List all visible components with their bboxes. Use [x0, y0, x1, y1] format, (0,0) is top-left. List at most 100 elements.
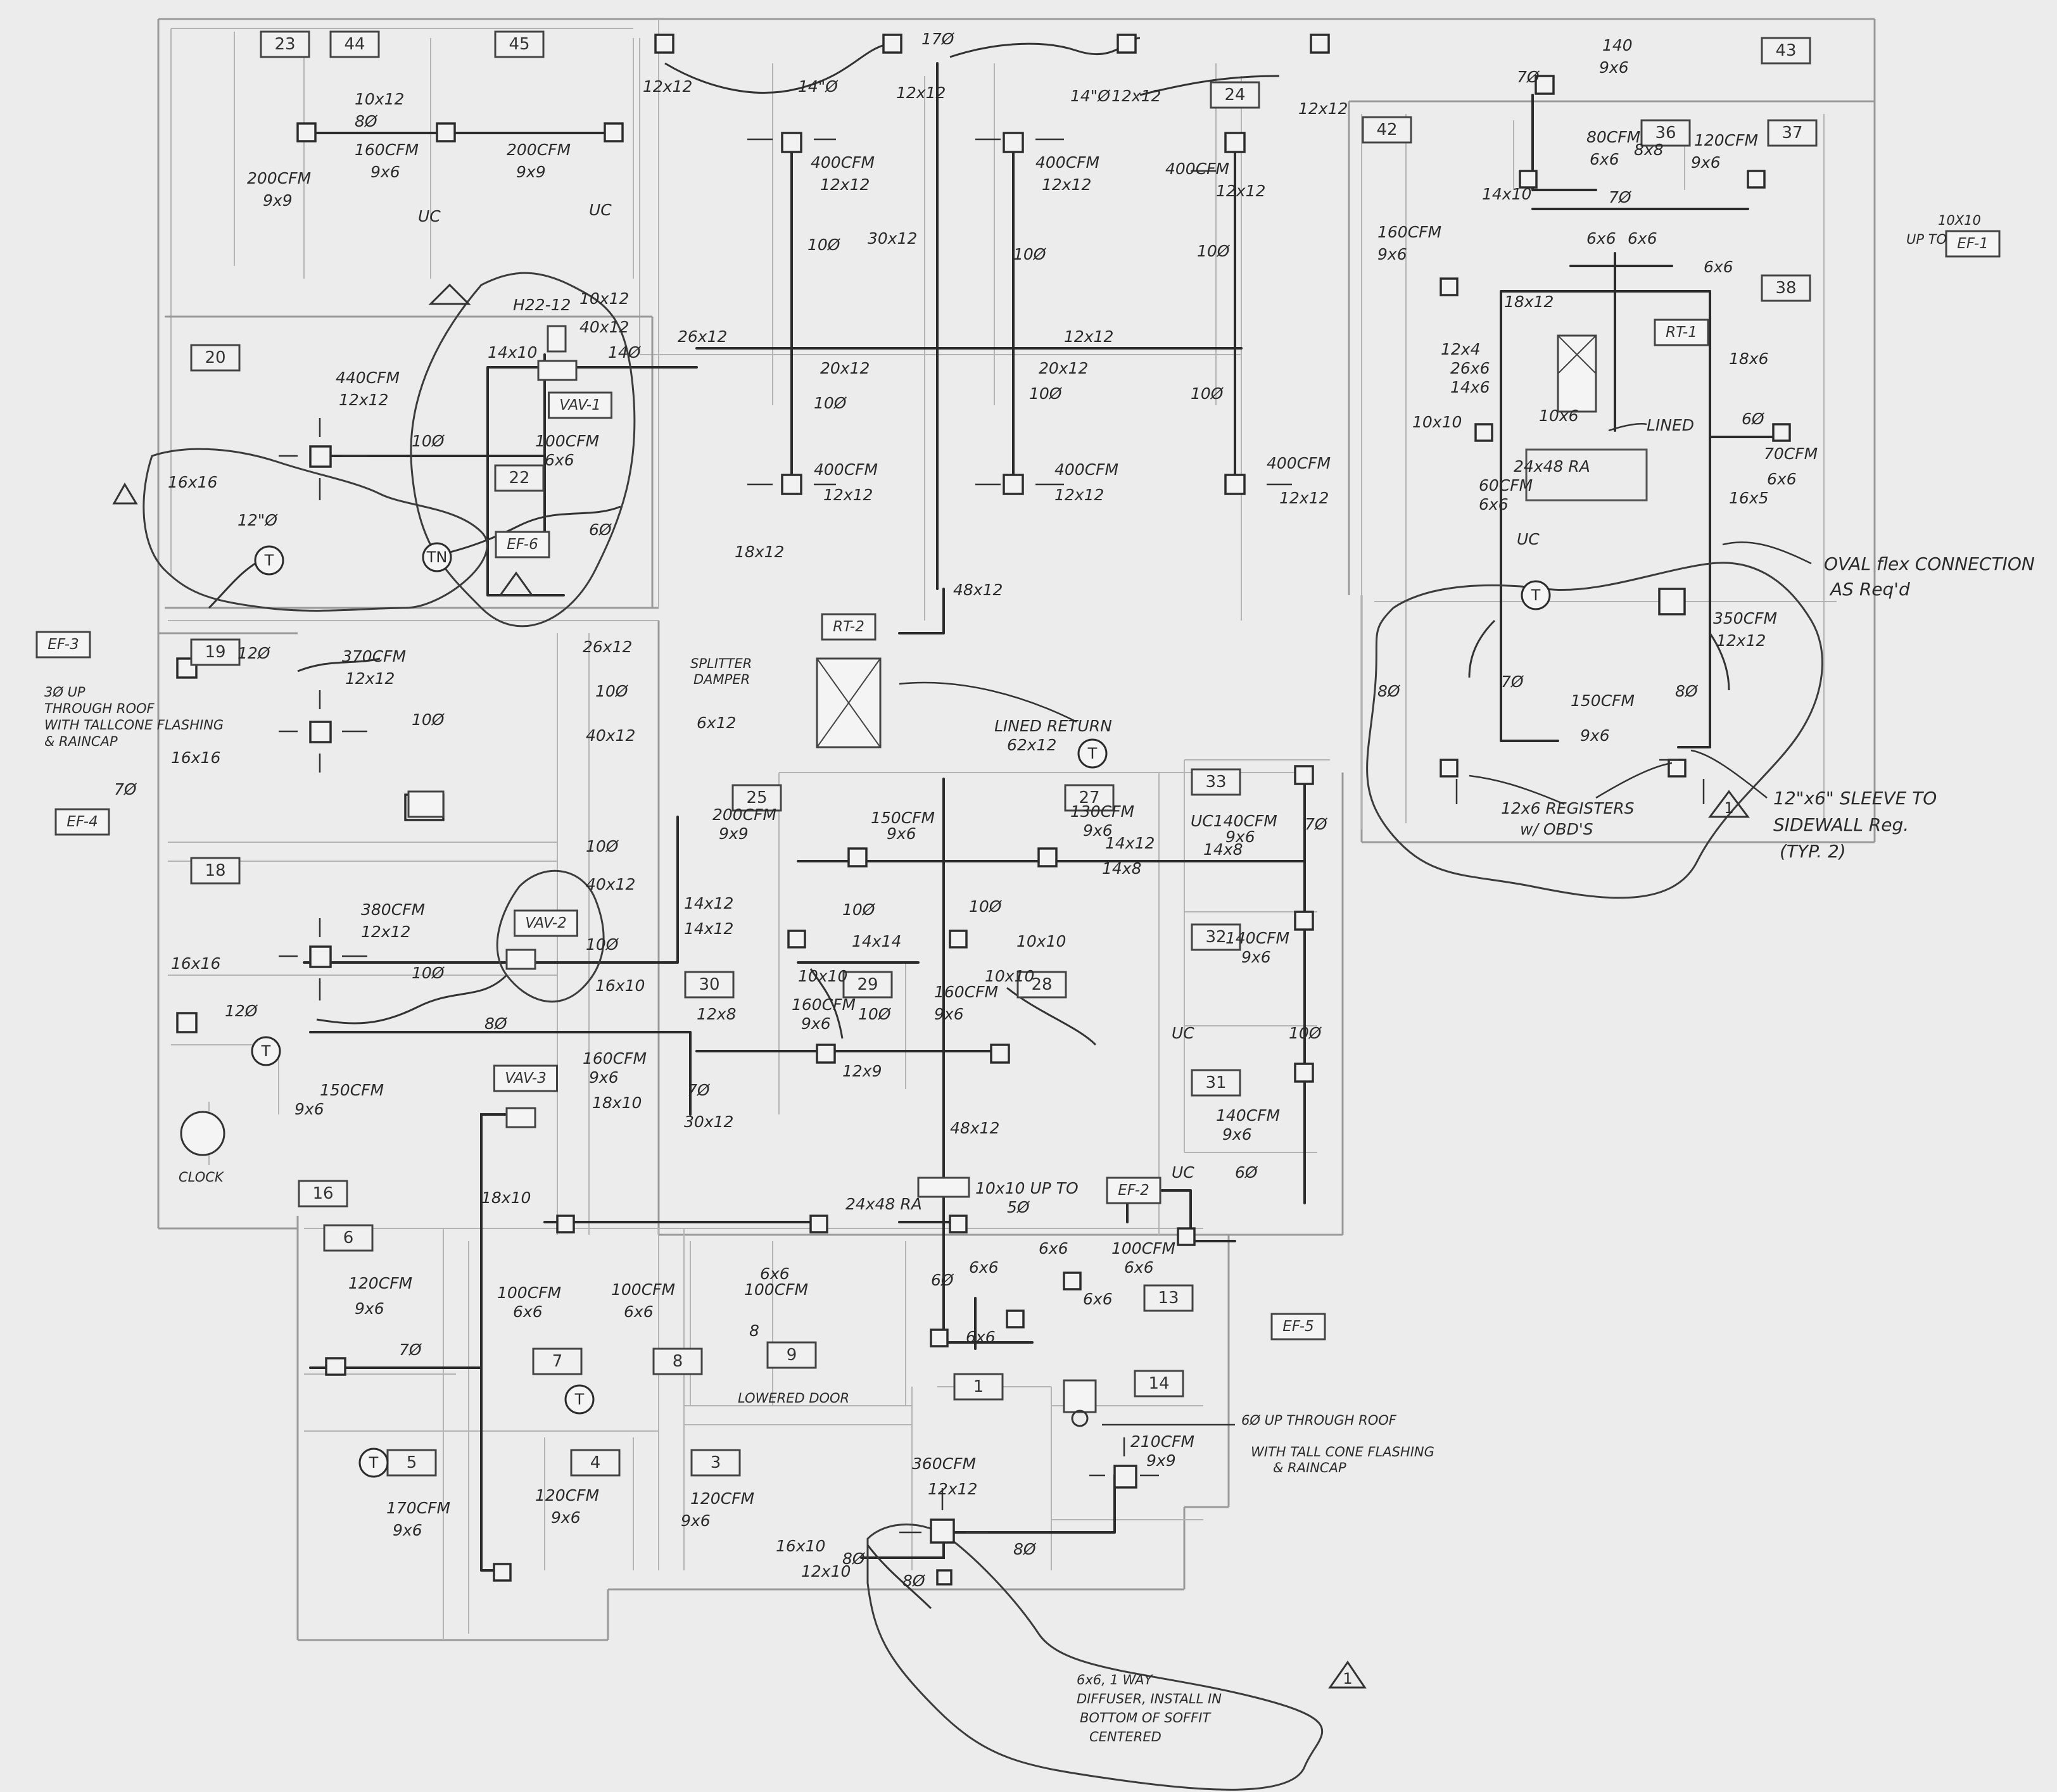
- duct-annotation: 14x8: [1203, 840, 1243, 859]
- duct-annotation: 12x12: [1042, 175, 1091, 194]
- supply-duct-runs: [303, 62, 1775, 1572]
- duct-annotation: 100CFM: [744, 1280, 808, 1299]
- room-tag-20: 20: [190, 344, 241, 372]
- duct-annotation: 10Ø: [586, 837, 619, 855]
- duct-annotation: 7Ø: [1517, 68, 1540, 86]
- thermostat-symbol: TN: [422, 542, 452, 572]
- duct-annotation: 18x10: [481, 1189, 531, 1207]
- duct-annotation: 6x6: [760, 1265, 790, 1283]
- svg-text:BOTTOM OF SOFFIT: BOTTOM OF SOFFIT: [1080, 1710, 1212, 1726]
- duct-annotation: 120CFM: [535, 1486, 599, 1505]
- duct-annotation: 10Ø: [1013, 245, 1047, 263]
- svg-text:20: 20: [205, 348, 225, 367]
- duct-annotation: 200CFM: [247, 169, 311, 187]
- room-tag-32: 32: [1191, 923, 1241, 951]
- svg-text:4: 4: [590, 1453, 601, 1472]
- duct-annotation: 8: [749, 1322, 759, 1340]
- revision-clouds: [142, 272, 1823, 1791]
- svg-text:12x6 REGISTERS: 12x6 REGISTERS: [1501, 799, 1635, 817]
- cloud-vav2-area: [496, 869, 605, 1003]
- svg-text:1: 1: [1343, 1670, 1352, 1688]
- ef1-note: 10X10 UP TO: [1906, 213, 1981, 247]
- thermostat-symbol: T: [564, 1384, 595, 1415]
- svg-text:62x12: 62x12: [1007, 736, 1056, 754]
- svg-text:24: 24: [1224, 85, 1245, 104]
- duct-annotation: 160CFM: [792, 995, 856, 1014]
- duct-annotation: 8Ø: [1013, 1540, 1037, 1558]
- duct-annotation: 10x6: [1539, 407, 1579, 425]
- ef2-note: 10x10 UP TO: [975, 1179, 1079, 1197]
- duct-annotation: 140CFM: [1216, 1106, 1280, 1125]
- svg-text:45: 45: [509, 35, 529, 54]
- duct-annotation: 6x12: [697, 714, 737, 732]
- room-tag-1: 1: [953, 1373, 1004, 1401]
- cloud-east-wing: [1366, 562, 1823, 899]
- duct-annotation: 14x6: [1450, 378, 1490, 396]
- svg-text:23: 23: [274, 35, 295, 54]
- svg-text:EF-3: EF-3: [47, 636, 79, 653]
- room-tag-27: 27: [1064, 784, 1115, 812]
- duct-annotation: 26x12: [678, 327, 727, 346]
- duct-annotation: 9x6: [801, 1014, 831, 1033]
- duct-annotation: 14x8: [1102, 859, 1142, 878]
- svg-text:RT-2: RT-2: [833, 619, 864, 635]
- air-devices: [176, 34, 1791, 1586]
- duct-annotation: 6x6: [513, 1303, 543, 1321]
- duct-annotation: 16x10: [595, 976, 645, 995]
- duct-annotation: 8Ø: [1377, 682, 1401, 700]
- equipment-tag-rt-2: RT-2: [821, 613, 877, 641]
- svg-text:EF-1: EF-1: [1957, 236, 1988, 252]
- svg-text:14: 14: [1148, 1374, 1169, 1393]
- duct-annotation: 9x6: [1691, 153, 1721, 172]
- duct-annotation: 18x12: [1504, 293, 1554, 311]
- svg-text:(TYP. 2): (TYP. 2): [1780, 841, 1846, 862]
- duct-annotation: 8Ø: [1675, 682, 1699, 700]
- svg-text:44: 44: [344, 35, 365, 54]
- svg-text:CENTERED: CENTERED: [1089, 1729, 1161, 1745]
- duct-annotation: 6x6: [1124, 1258, 1154, 1277]
- duct-annotation: 10Ø: [1029, 384, 1063, 403]
- duct-annotation: 7Ø: [687, 1081, 711, 1099]
- duct-annotation: 350CFM: [1713, 609, 1777, 628]
- duct-annotation: 12x12: [1716, 631, 1766, 650]
- cloud-soffit-diffuser: [866, 1524, 1324, 1791]
- duct-annotation: 10x12: [355, 90, 404, 108]
- thermostat-symbol: T: [358, 1448, 389, 1478]
- svg-text:25: 25: [746, 788, 767, 807]
- duct-annotation: 9x9: [1146, 1451, 1176, 1470]
- duct-annotation: 6Ø: [1742, 410, 1765, 428]
- duct-annotation: 12x12: [820, 175, 870, 194]
- duct-annotation: 14Ø: [608, 343, 642, 362]
- duct-annotation: 7Ø: [399, 1341, 422, 1359]
- duct-annotation: 170CFM: [386, 1499, 450, 1517]
- svg-text:TN: TN: [426, 548, 448, 566]
- duct-annotation: 16x16: [171, 748, 220, 767]
- duct-annotation: 40x12: [586, 875, 635, 893]
- duct-annotation: 10Ø: [595, 682, 629, 700]
- duct-annotation: 160CFM: [934, 983, 998, 1001]
- room-tag-43: 43: [1761, 37, 1811, 65]
- duct-annotation: 10Ø: [842, 900, 876, 919]
- svg-text:EF-4: EF-4: [66, 814, 98, 830]
- rt1-unit: [1525, 334, 1648, 502]
- duct-annotation: 9x6: [393, 1521, 422, 1539]
- duct-annotation: UC140CFM: [1191, 812, 1277, 830]
- svg-text:T: T: [1531, 586, 1541, 604]
- duct-annotation: 10x10: [1016, 932, 1066, 950]
- duct-annotation: 18x12: [735, 543, 784, 561]
- svg-text:RT-1: RT-1: [1666, 324, 1697, 341]
- duct-annotation: 100CFM: [497, 1284, 561, 1302]
- duct-annotation: 9x6: [1241, 948, 1271, 966]
- svg-text:WITH TALL CONE FLASHING: WITH TALL CONE FLASHING: [1251, 1444, 1434, 1460]
- svg-text:VAV-3: VAV-3: [505, 1070, 546, 1087]
- room-tag-42: 42: [1362, 116, 1412, 144]
- thermostat-symbol: T: [254, 545, 284, 576]
- duct-annotation: 30x12: [868, 229, 917, 248]
- duct-annotation: 100CFM: [1111, 1239, 1175, 1258]
- duct-annotation: 9x9: [516, 163, 546, 181]
- svg-text:T: T: [369, 1454, 379, 1472]
- room-tag-30: 30: [684, 971, 735, 999]
- room-tag-23: 23: [260, 30, 310, 58]
